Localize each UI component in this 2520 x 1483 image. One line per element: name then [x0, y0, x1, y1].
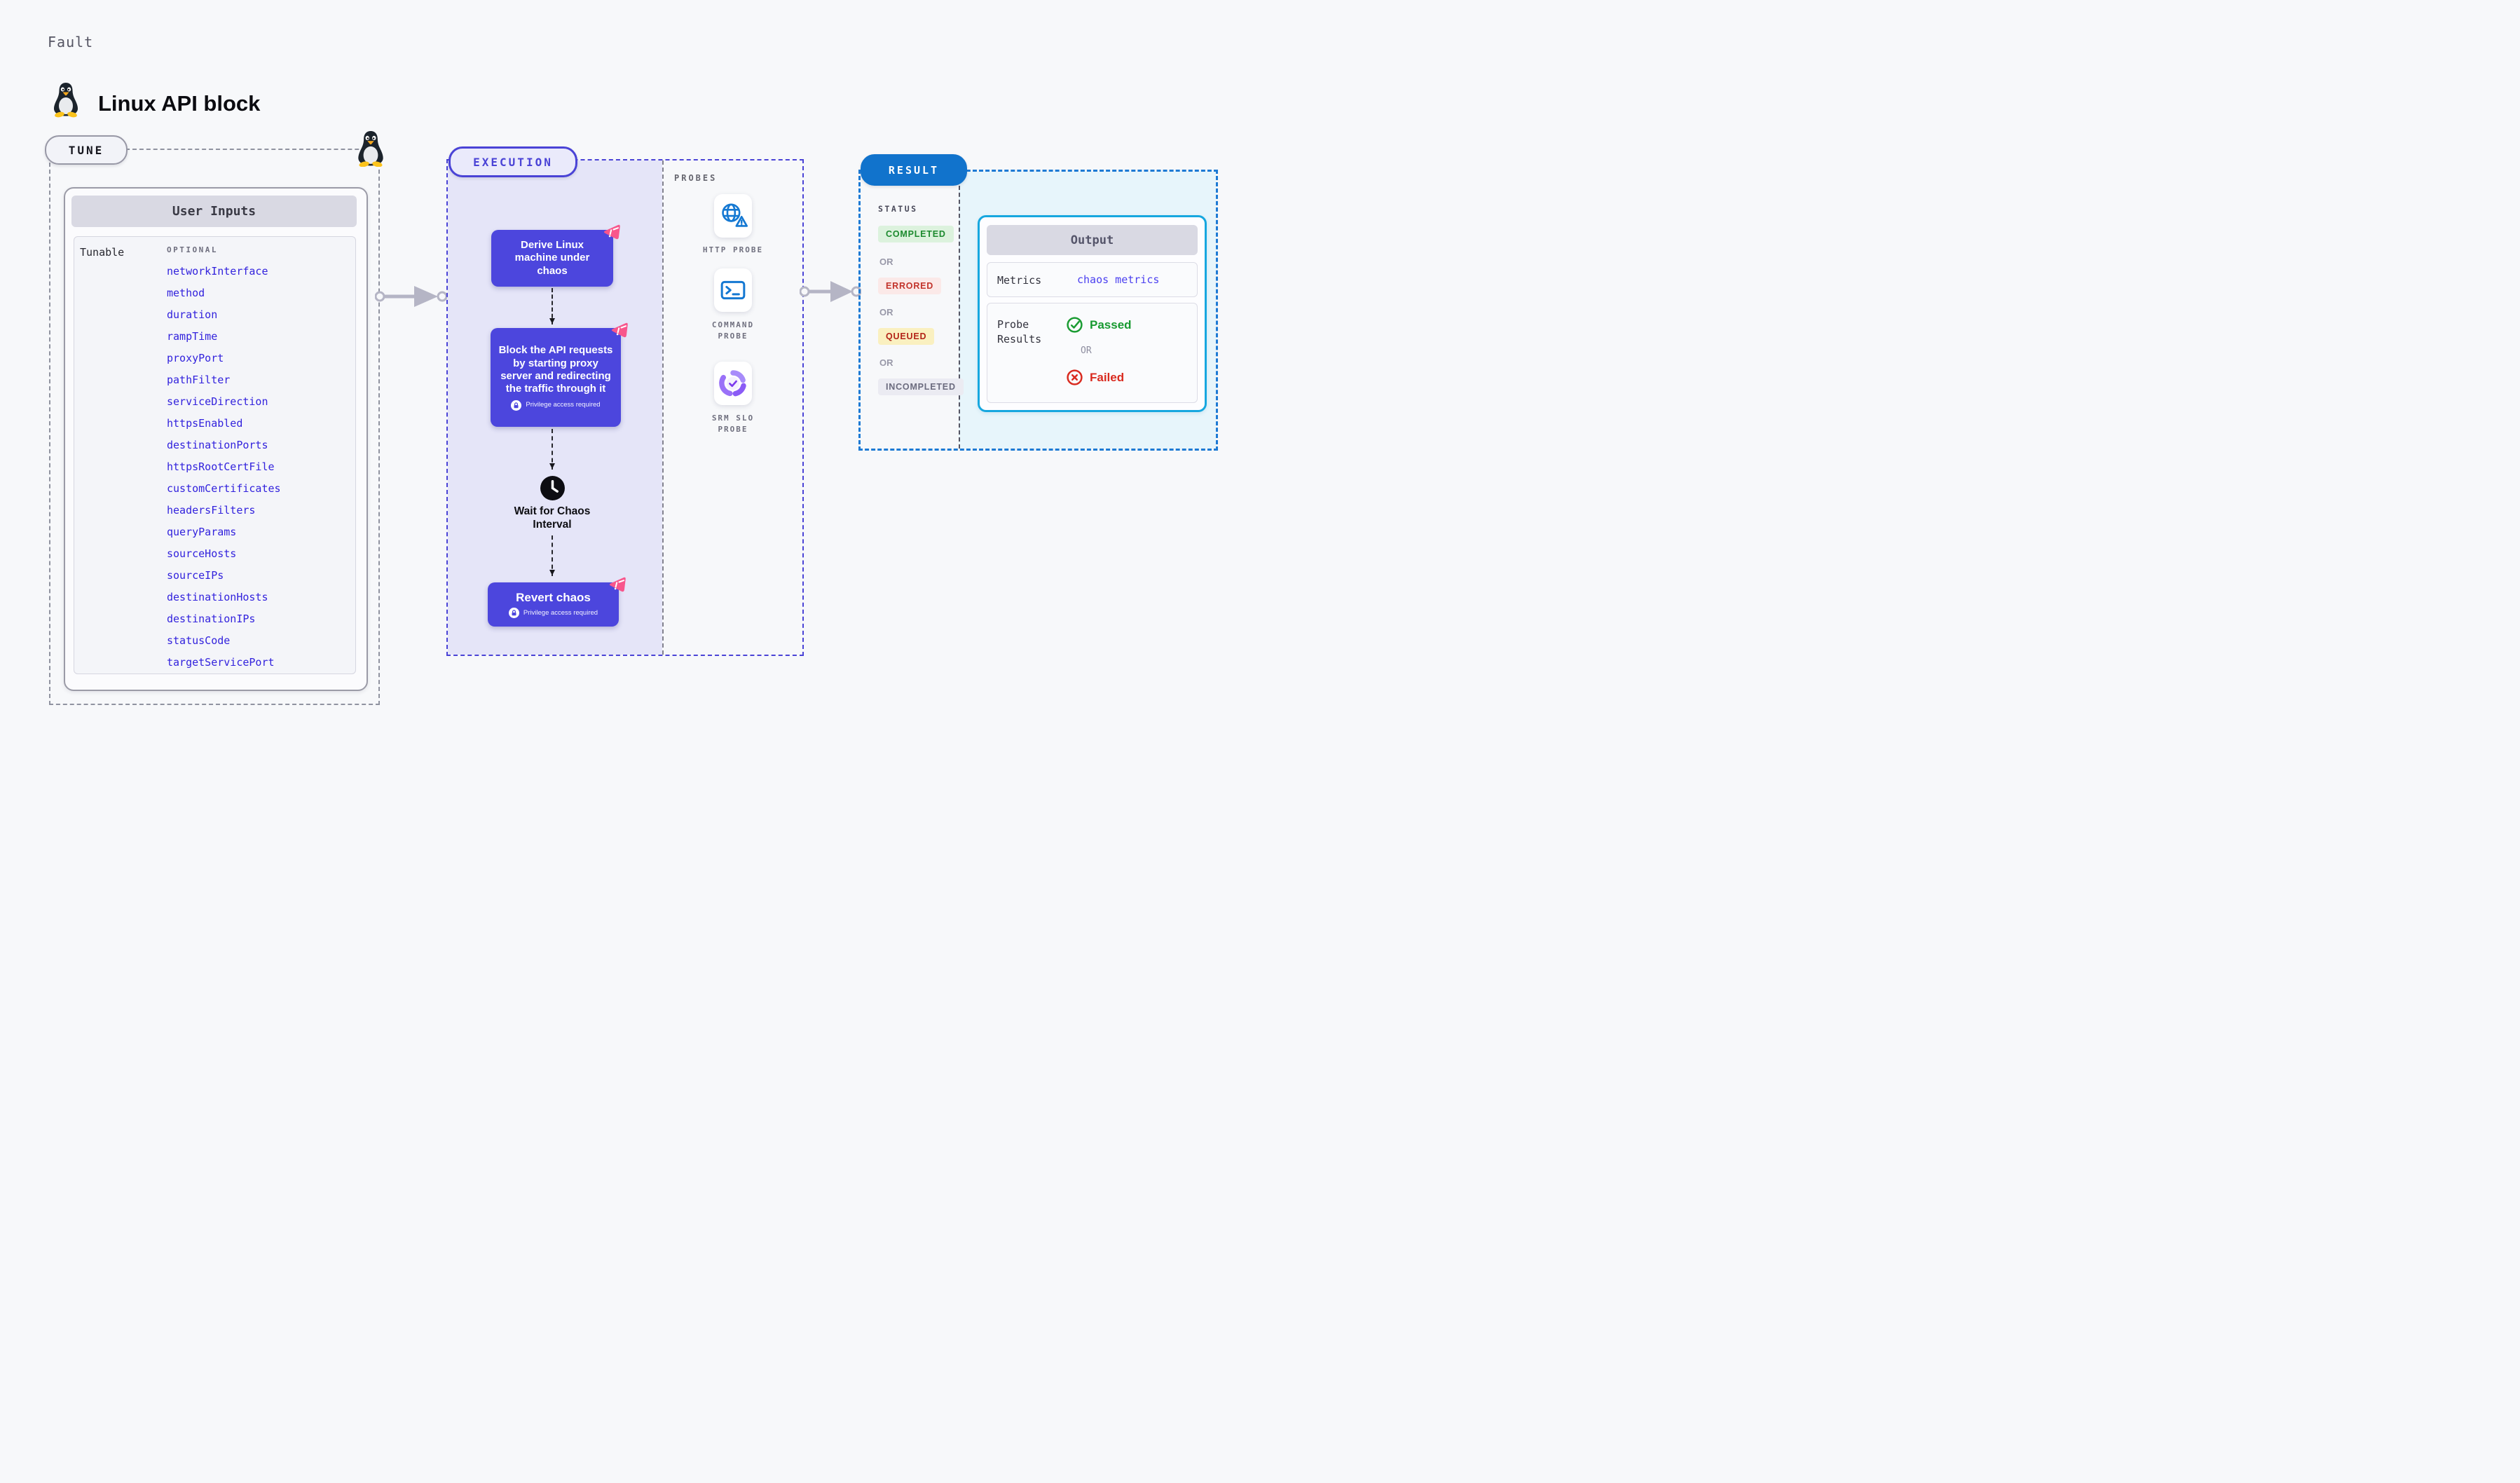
output-header: Output [987, 225, 1198, 255]
probe-card-command [714, 268, 752, 312]
status-label: STATUS [878, 204, 918, 214]
probe-label-command: COMMAND PROBE [711, 320, 755, 341]
fault-diagram: Fault Linux API block TUNE User Inputs T… [0, 0, 1260, 742]
result-badge: RESULT [861, 154, 967, 186]
tune-tux-icon [356, 130, 385, 167]
param-item: serviceDirection [167, 395, 268, 408]
metrics-row: Metrics chaos metrics [987, 262, 1198, 297]
tunables-box [74, 236, 356, 674]
param-item: duration [167, 308, 218, 321]
privilege-note: Privilege access required [508, 607, 598, 618]
param-item: statusCode [167, 634, 231, 647]
flow-connector [549, 288, 555, 324]
execution-badge: EXECUTION [448, 146, 577, 177]
param-item: targetServicePort [167, 656, 275, 669]
probe-label-srm-slo: SRM SLO PROBE [711, 414, 755, 434]
optional-label: OPTIONAL [167, 245, 218, 254]
param-item: networkInterface [167, 265, 268, 278]
privilege-note-text: Privilege access required [526, 401, 601, 409]
tune-to-execution-arrow [375, 286, 448, 307]
step-revert-chaos: Revert chaos Privilege access required [488, 582, 619, 627]
tunable-label: Tunable [80, 246, 125, 259]
status-badge-queued: QUEUED [878, 328, 935, 345]
result-badge-label: RESULT [888, 163, 940, 177]
command-probe-icon [719, 276, 747, 304]
param-item: sourceHosts [167, 547, 237, 560]
step-revert-text: Revert chaos [516, 591, 591, 605]
or-label: OR [879, 257, 893, 267]
http-probe-icon [718, 201, 748, 231]
chaos-logo-icon [609, 321, 629, 341]
param-item: destinationIPs [167, 613, 256, 625]
param-item: method [167, 287, 205, 299]
execution-probes-divider [662, 160, 664, 655]
clock-icon [540, 475, 566, 501]
status-badge-completed: COMPLETED [878, 226, 954, 242]
param-item: httpsEnabled [167, 417, 243, 430]
output-or-label: OR [1081, 346, 1092, 356]
user-inputs-title: User Inputs [172, 204, 256, 219]
param-item: customCertificates [167, 482, 281, 495]
tune-badge: TUNE [45, 135, 128, 165]
fault-kicker: Fault [48, 34, 94, 50]
passed-check-icon [1066, 316, 1083, 334]
probe-label-http: HTTP PROBE [702, 245, 764, 254]
param-item: headersFilters [167, 504, 256, 517]
passed-label: Passed [1090, 318, 1132, 332]
privilege-note: Privilege access required [511, 399, 601, 411]
output-title: Output [1070, 233, 1114, 247]
step-block-text: Block the API requests by starting proxy… [498, 344, 613, 395]
lock-icon [508, 607, 519, 618]
param-item: queryParams [167, 526, 237, 538]
result-divider [959, 172, 960, 449]
param-item: destinationHosts [167, 591, 268, 603]
step-derive-text: Derive Linux machine under chaos [514, 239, 590, 277]
status-badge-errored: ERRORED [878, 278, 942, 294]
param-list: networkInterface method duration rampTim… [167, 265, 281, 669]
failed-x-icon [1066, 369, 1083, 386]
param-item: pathFilter [167, 374, 231, 386]
page-title: Linux API block [98, 91, 261, 116]
step-derive-machine: Derive Linux machine under chaos [491, 230, 613, 287]
param-item: httpsRootCertFile [167, 460, 275, 473]
flow-connector [549, 535, 555, 576]
output-card: Output Metrics chaos metrics Probe Resul… [978, 215, 1207, 412]
tune-section [49, 149, 380, 705]
execution-badge-label: EXECUTION [473, 155, 553, 169]
lock-icon [511, 399, 522, 411]
metrics-label: Metrics [997, 274, 1042, 287]
chaos-logo-icon [607, 575, 626, 595]
metrics-value: chaos metrics [1077, 273, 1160, 286]
probe-card-srm-slo [714, 362, 752, 405]
flow-connector [549, 429, 555, 470]
param-item: proxyPort [167, 352, 224, 364]
tune-badge-label: TUNE [68, 143, 104, 157]
execution-to-result-arrow [800, 281, 861, 302]
linux-tux-icon [52, 81, 80, 118]
user-inputs-header: User Inputs [71, 196, 357, 227]
or-label: OR [879, 357, 893, 368]
param-item: sourceIPs [167, 569, 224, 582]
chaos-logo-icon [601, 223, 621, 242]
failed-label: Failed [1090, 371, 1125, 384]
wait-interval-label: Wait for Chaos Interval [514, 505, 591, 531]
param-item: destinationPorts [167, 439, 268, 451]
probe-results-label: Probe Results [997, 318, 1042, 346]
privilege-note-text: Privilege access required [523, 608, 598, 617]
probe-card-http [714, 194, 752, 238]
param-item: rampTime [167, 330, 218, 343]
srm-slo-probe-icon [719, 369, 747, 397]
probes-label: PROBES [674, 173, 718, 183]
probe-results-row: Probe Results Passed OR Failed [987, 303, 1198, 403]
status-badge-incompleted: INCOMPLETED [878, 378, 964, 395]
step-block-api: Block the API requests by starting proxy… [491, 328, 621, 427]
or-label: OR [879, 307, 893, 317]
